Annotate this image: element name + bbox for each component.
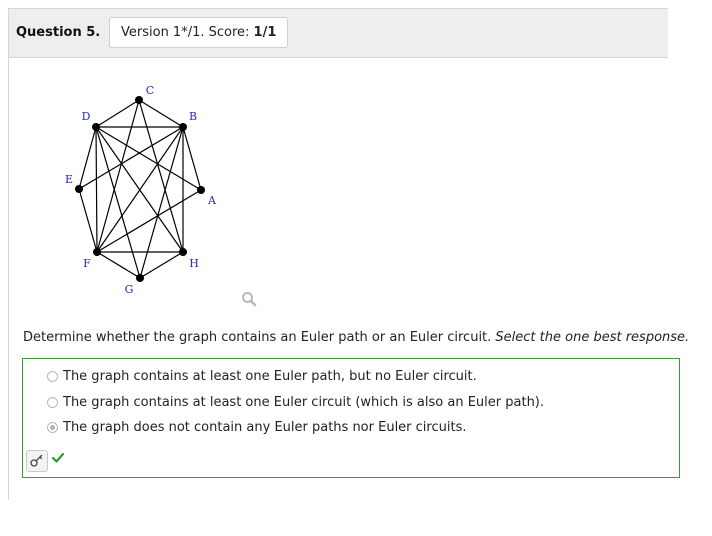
- vertex-F: [93, 248, 101, 256]
- vertex-C: [135, 96, 143, 104]
- vertex-G: [136, 274, 144, 282]
- edge-DE: [78, 126, 97, 190]
- option-3[interactable]: The graph does not contain any Euler pat…: [47, 418, 466, 436]
- option-3-label: The graph does not contain any Euler pat…: [63, 419, 467, 435]
- magnifier-icon[interactable]: [240, 290, 258, 308]
- question-header: Question 5. Version 1*/1. Score: 1/1: [9, 9, 668, 58]
- edge-BF: [96, 126, 184, 253]
- option-1-radio[interactable]: [47, 370, 58, 382]
- edge-CF: [96, 99, 140, 253]
- edge-HG: [139, 251, 184, 279]
- vertex-A: [197, 186, 205, 194]
- question-title: Question 5.: [16, 25, 101, 40]
- edge-DF: [95, 126, 98, 253]
- vertex-D: [92, 123, 100, 131]
- vertex-label-F: F: [83, 257, 91, 270]
- option-3-radio[interactable]: [47, 421, 58, 433]
- edge-CB: [138, 99, 184, 128]
- edge-BA: [182, 126, 202, 191]
- edge-FA: [96, 189, 202, 253]
- graph-edges: [78, 99, 202, 279]
- vertex-B: [179, 123, 187, 131]
- score-value: 1/1: [253, 25, 277, 40]
- vertex-label-E: E: [65, 173, 73, 186]
- edge-CD: [95, 99, 140, 128]
- edge-CH: [138, 99, 184, 253]
- option-1[interactable]: The graph contains at least one Euler pa…: [47, 367, 477, 385]
- vertex-label-D: D: [82, 110, 91, 123]
- checkmark-icon: [51, 452, 65, 463]
- edge-EF: [78, 188, 98, 253]
- graph-labels: C D B E A F H G: [65, 84, 217, 296]
- prompt-text: Determine whether the graph contains an …: [23, 330, 492, 345]
- vertex-label-G: G: [125, 283, 134, 296]
- edge-DG: [95, 126, 141, 279]
- option-1-label: The graph contains at least one Euler pa…: [63, 368, 477, 384]
- version-text: Version 1*/1. Score:: [121, 25, 254, 40]
- key-icon: [30, 454, 43, 467]
- question-frame: [8, 8, 668, 500]
- option-2-label: The graph contains at least one Euler ci…: [63, 394, 545, 410]
- answer-box: The graph contains at least one Euler pa…: [22, 358, 680, 478]
- question-prompt: Determine whether the graph contains an …: [23, 330, 689, 345]
- score-box: Version 1*/1. Score: 1/1: [109, 17, 289, 48]
- vertex-E: [75, 185, 83, 193]
- graph-vertices: [75, 96, 205, 282]
- vertex-label-C: C: [146, 84, 154, 97]
- vertex-label-B: B: [189, 110, 197, 123]
- edge-BG: [139, 126, 184, 279]
- vertex-H: [179, 248, 187, 256]
- vertex-label-A: A: [207, 194, 217, 207]
- prompt-instruction: Select the one best response.: [495, 330, 690, 345]
- edge-FG: [96, 251, 141, 279]
- vertex-label-H: H: [189, 257, 199, 270]
- option-2[interactable]: The graph contains at least one Euler ci…: [47, 393, 544, 411]
- key-button[interactable]: [26, 450, 48, 472]
- option-2-radio[interactable]: [47, 396, 58, 408]
- edge-BE: [78, 126, 184, 190]
